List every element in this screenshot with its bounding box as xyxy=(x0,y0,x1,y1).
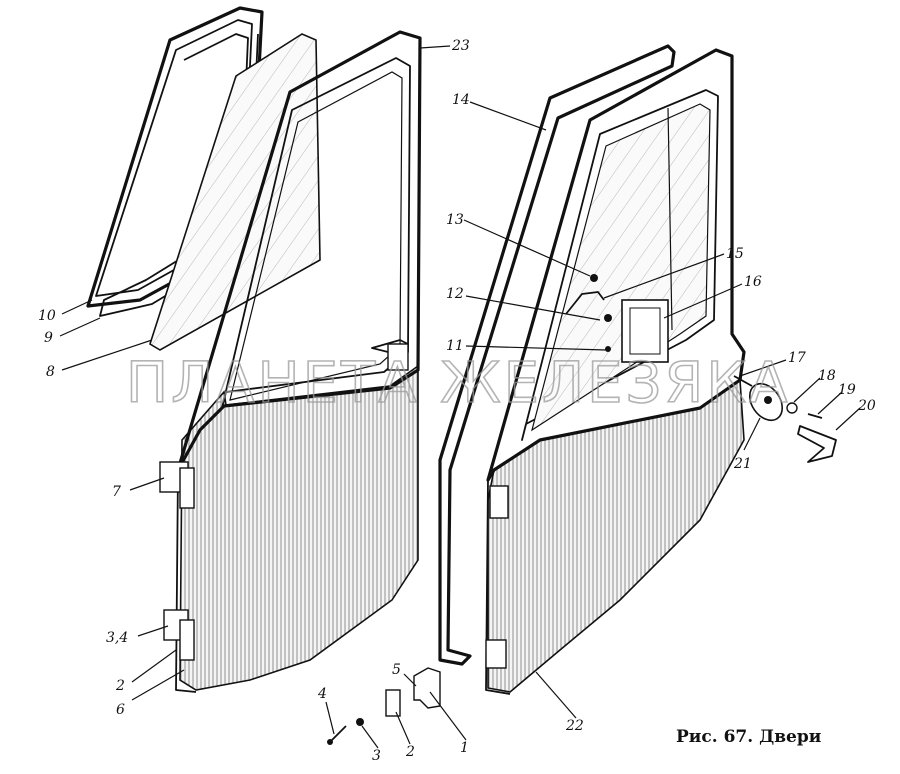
label-22: 22 xyxy=(565,718,584,734)
right-door xyxy=(485,48,746,695)
label-20: 20 xyxy=(857,398,876,414)
door-seal xyxy=(438,44,676,666)
label-4: 4 xyxy=(317,686,327,702)
label-9: 9 xyxy=(44,330,53,346)
label-3: 3 xyxy=(372,748,381,764)
label-3-4: 3,4 xyxy=(106,630,128,646)
label-17: 17 xyxy=(788,350,806,366)
watermark-text: ПЛАНЕТА ЖЕЛЕЗЯКА xyxy=(126,351,790,416)
label-15: 15 xyxy=(726,246,744,262)
label-7: 7 xyxy=(112,484,121,500)
label-2-left: 2 xyxy=(115,678,125,694)
part-labels: 10 9 8 23 14 13 12 11 15 16 17 18 19 20 … xyxy=(38,38,876,764)
label-5: 5 xyxy=(392,662,401,678)
label-19: 19 xyxy=(838,382,856,398)
label-16: 16 xyxy=(744,274,762,290)
label-11: 11 xyxy=(446,338,464,354)
label-13: 13 xyxy=(446,212,464,228)
label-14: 14 xyxy=(452,92,470,108)
label-18: 18 xyxy=(818,368,836,384)
label-2-bottom: 2 xyxy=(405,744,415,760)
figure-caption: Рис. 67. Двери xyxy=(676,727,822,747)
label-1: 1 xyxy=(460,740,469,756)
label-21: 21 xyxy=(733,456,752,472)
label-10: 10 xyxy=(38,308,56,324)
label-12: 12 xyxy=(446,286,464,302)
label-8: 8 xyxy=(46,364,55,380)
bottom-small-parts xyxy=(327,667,441,745)
window-glass xyxy=(149,33,321,351)
leader-lines xyxy=(59,45,861,749)
label-6: 6 xyxy=(116,702,125,718)
left-door xyxy=(159,30,422,693)
outer-handle-parts xyxy=(733,375,837,463)
label-23: 23 xyxy=(451,38,470,54)
